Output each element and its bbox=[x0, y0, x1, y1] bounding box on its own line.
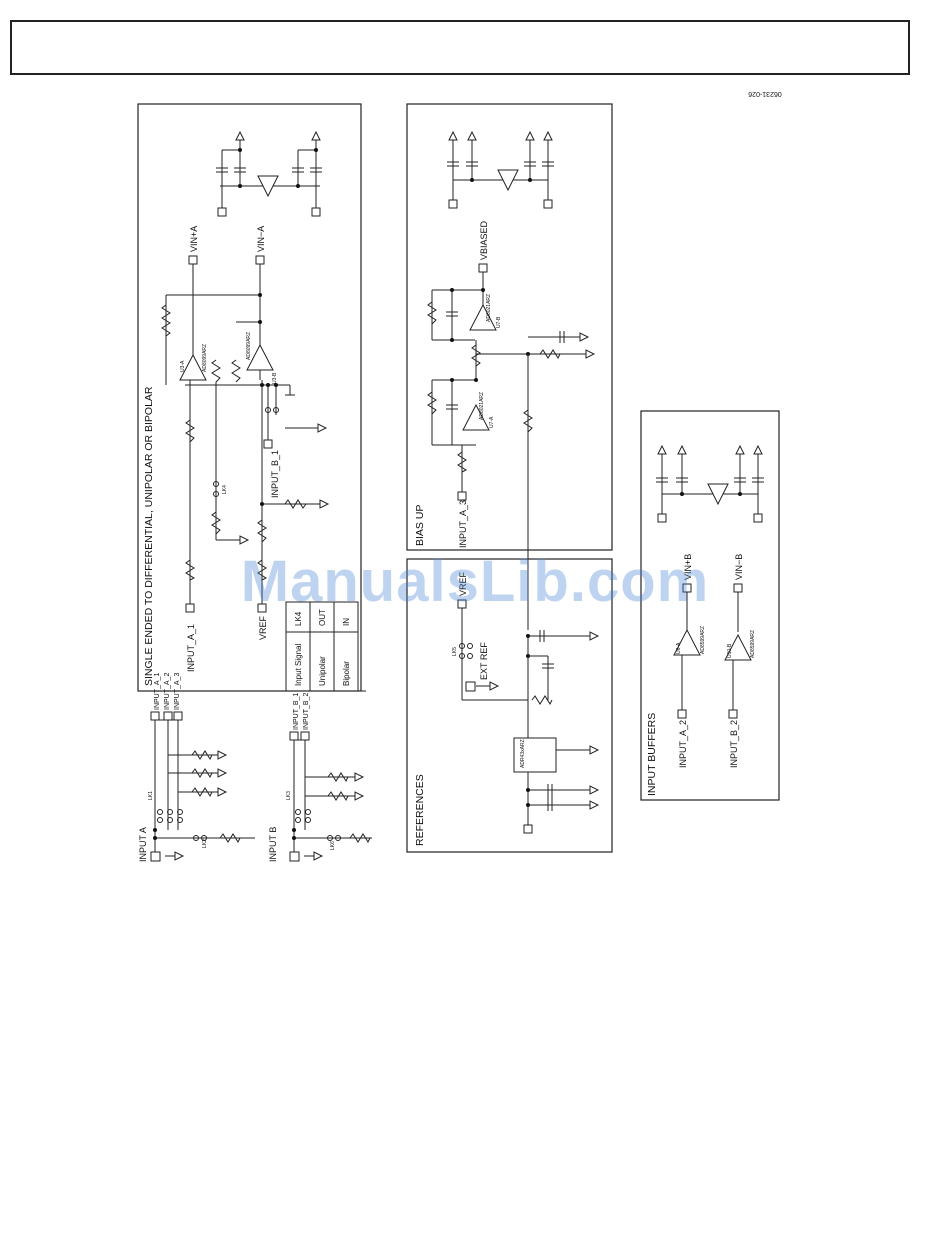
part-opamp-u3-b: AD8099ARZ bbox=[246, 332, 252, 360]
net-buf-in-b2: INPUT_B_2 bbox=[729, 720, 739, 768]
title-references: REFERENCES bbox=[414, 774, 426, 846]
net-input-a-3: INPUT_A_3 bbox=[174, 673, 181, 710]
net-vref-out: VREF bbox=[458, 571, 468, 596]
part-u3a: U3-A bbox=[180, 360, 186, 372]
panel-input-a: INPUT A INPUT_A_1 INPUT_A_2 INPUT_A_3 LK… bbox=[138, 673, 255, 862]
part-lk3: LK3 bbox=[286, 791, 292, 800]
net-vbiased: VBIASED bbox=[479, 220, 489, 260]
net-bias-in: INPUT_A_3 bbox=[458, 500, 468, 548]
title-input-a: INPUT A bbox=[138, 827, 148, 862]
part-opamp-u10: AD8599ARZ bbox=[750, 630, 756, 658]
panel-references: REFERENCES VREF EXT REF LK5 ADR43xARZ bbox=[406, 558, 613, 853]
panel-input-b: INPUT B INPUT_B_1 INPUT_B_2 LK3 LK6 bbox=[268, 693, 372, 862]
net-input-a-1: INPUT_A_1 bbox=[154, 673, 161, 710]
part-lk5: LK5 bbox=[452, 647, 458, 656]
part-u3b: U3-B bbox=[272, 372, 278, 384]
panel-single-ended: SINGLE ENDED TO DIFFERENTIAL, UNIPOLAR O… bbox=[137, 103, 366, 692]
net-vref-in: VREF bbox=[258, 615, 268, 640]
title-bias-up: BIAS UP bbox=[414, 505, 426, 546]
lk4-table-row-0-0: Unipolar bbox=[318, 656, 327, 686]
net-vin-p-b: VIN+B bbox=[683, 554, 693, 580]
net-diff-in-b1: INPUT_B_1 bbox=[270, 450, 280, 498]
part-u6a: U6-A bbox=[676, 642, 682, 654]
part-u7b: U7-B bbox=[496, 316, 502, 328]
opamp-u3a: U3-A AD8099ARZ bbox=[179, 344, 208, 381]
net-vin-p-a: VIN+A bbox=[189, 226, 199, 252]
net-diff-in-a1: INPUT_A_1 bbox=[186, 624, 196, 672]
part-opamp-u6: AD8599ARZ bbox=[700, 626, 706, 654]
panel-input-buffers: INPUT BUFFERS VIN+B U6-A AD8599ARZ INPUT… bbox=[640, 410, 780, 801]
lk4-table-header-0: Input Signal bbox=[294, 644, 303, 686]
part-opamp-u3: AD8099ARZ bbox=[202, 344, 208, 372]
part-lk1: LK1 bbox=[148, 791, 154, 800]
net-vin-n-b: VIN−B bbox=[734, 554, 744, 580]
lk4-table-row-0-1: OUT bbox=[318, 609, 327, 626]
title-single-ended: SINGLE ENDED TO DIFFERENTIAL, UNIPOLAR O… bbox=[143, 386, 155, 686]
net-ext-ref: EXT REF bbox=[479, 642, 489, 680]
header-frame bbox=[10, 20, 910, 75]
panel-bias-up: BIAS UP VBIASED U7-B AD8021ARZ bbox=[406, 103, 613, 630]
net-input-b-1: INPUT_B_1 bbox=[293, 693, 300, 730]
part-opamp-u2: AD8021ARZ bbox=[486, 294, 492, 322]
lk4-table-row-1-0: Bipolar bbox=[342, 661, 351, 686]
part-u10b: U10-B bbox=[727, 643, 733, 658]
doc-code: 06231-026 bbox=[748, 90, 782, 97]
part-opamp-u2-a: AD8021ARZ bbox=[479, 392, 485, 420]
net-input-b-2: INPUT_B_2 bbox=[303, 693, 310, 730]
lk4-table-header-1: LK4 bbox=[294, 611, 303, 626]
lk4-table-row-1-1: IN bbox=[342, 618, 351, 626]
lk4-table: Input Signal LK4 Unipolar OUT Bipolar IN bbox=[285, 601, 359, 692]
net-buf-in-a2: INPUT_A_2 bbox=[678, 720, 688, 768]
part-lk2: LK2 bbox=[202, 839, 208, 848]
part-u7a: U7-A bbox=[489, 416, 495, 428]
title-input-b: INPUT B bbox=[268, 827, 278, 862]
supply-decoupling-u3 bbox=[216, 130, 322, 217]
part-lk6: LK6 bbox=[330, 841, 336, 850]
net-input-a-2: INPUT_A_2 bbox=[164, 673, 171, 710]
net-vin-n-a: VIN−A bbox=[256, 226, 266, 252]
title-input-buffers: INPUT BUFFERS bbox=[646, 713, 658, 796]
part-lk4: LK4 bbox=[222, 485, 228, 494]
opamp-u3b: U3-B AD8099ARZ bbox=[246, 332, 278, 384]
part-ref-ic: ADR43xARZ bbox=[520, 739, 526, 768]
